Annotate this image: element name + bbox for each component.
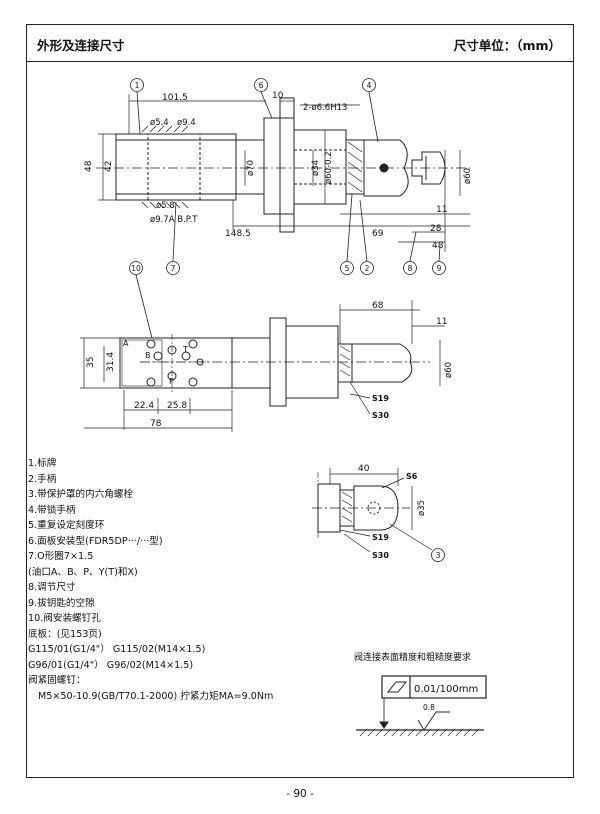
dim-35-bottom: ø35 [417,500,427,516]
unit-label: 尺寸单位：（mm） [453,38,561,53]
dim-2-6-6h13: 2-ø6.6H13 [303,103,347,113]
label-s19-bottom: S19 [372,533,389,542]
label-s30-bottom: S30 [372,551,389,560]
legend-item: 阀紧固螺钉： [28,675,86,686]
dim-28: 28 [430,224,442,234]
callout-3: 3 [436,551,441,560]
port-b: B [145,351,151,360]
page-title: 外形及连接尺寸 [37,38,125,53]
legend-item: 9.拔钥匙的空隙 [28,597,95,609]
dim-10: 10 [272,91,284,101]
header-bar: 外形及连接尺寸 尺寸单位：（mm） [27,25,573,62]
legend-item: 7.O形圈7×1.5 [28,551,94,562]
dim-101-5: 101.5 [162,93,188,103]
page-number: - 90 - [286,788,314,800]
dim-11-top: 11 [436,205,447,215]
dim-9-4: ø9.4 [177,118,196,128]
dim-78: 78 [150,419,162,429]
legend-item: 6.面板安装型(FDR5DP···/···型) [28,535,163,547]
dim-60-top: ø60 [463,168,473,184]
dim-40: 40 [358,464,370,474]
dim-22-4: 22.4 [134,401,154,411]
legend-item: 1.标牌 [28,458,57,469]
label-s6: S6 [406,472,418,481]
dim-5-8: ø5.8 [156,201,175,211]
legend-item: M5×50-10.9(GB/T70.1-2000) 拧紧力矩MA=9.0Nm [38,690,274,702]
callout-4: 4 [367,81,372,90]
surface-title: 阀连接表面精度和粗糙度要求 [354,651,471,663]
dim-60-mid: ø60 [444,362,454,378]
legend-item: 4.带锁手柄 [28,504,76,516]
callout-6: 6 [259,81,264,90]
port-a: A [123,339,129,348]
dim-35: 35 [86,357,96,368]
legend-item: 8.调节尺寸 [28,582,76,593]
port-t: T [182,345,188,354]
callouts-top [129,78,446,339]
dim-69: 69 [372,229,384,239]
callout-9: 9 [437,264,442,273]
roughness-value: 0.8 [423,703,435,712]
callout-8: 8 [408,264,413,273]
callout-2: 2 [365,264,370,273]
legend-item: G96/01(G1/4"） G96/02(M14×1.5) [28,659,194,671]
legend-item: 10.阀安装螺钉孔 [28,613,101,624]
parts-legend: 1.标牌 2.手柄 3.带保护罩的内六角螺栓 4.带锁手柄 5.重复设定刻度环 … [28,456,328,704]
legend-item: G115/01(G1/4"） G115/02(M14×1.5) [28,644,206,655]
legend-item: 3.带保护罩的内六角螺栓 [28,489,134,500]
dim-48: 48 [84,160,94,172]
valve-body [115,133,237,201]
dim-31-4: 31.4 [106,352,116,372]
dim-60-0-2: ø60-0.2 [324,151,334,184]
callout-5: 5 [345,264,350,273]
dim-25-8: 25.8 [167,401,187,411]
dim-68: 68 [372,301,384,311]
legend-item: 底板：(见153页) [28,628,102,640]
legend-item: 5.重复设定刻度环 [28,520,105,531]
port-p: P [169,377,174,386]
drawing-frame: 外形及连接尺寸 尺寸单位：（mm） [26,24,574,778]
label-s30-mid: S30 [372,411,389,420]
dim-5-4: ø5.4 [150,118,169,128]
callout-1: 1 [135,81,140,90]
dim-11-mid: 11 [436,317,447,327]
flatness-value: 0.01/100mm [414,684,478,695]
dim-70: ø70 [246,160,256,176]
callout-7: 7 [171,264,176,273]
dim-9-7: ø9.7A B.P.T [150,215,198,225]
legend-item: 2.手柄 [28,473,57,485]
legend-item: (油口A、B、P、Y(T)和X) [28,566,138,578]
dim-148-5: 148.5 [225,229,251,239]
middle-view: A B P T 35 31.4 22.4 25.8 78 68 11 ø60 S… [80,300,454,432]
surface-requirement: 阀连接表面精度和粗糙度要求 0.01/100mm 0.8 [354,651,487,737]
bottom-view: 3 40 S6 ø35 S19 S30 [312,464,445,562]
callout-10: 10 [131,264,141,273]
dim-34: ø34 [311,160,321,176]
dim-48-right: 48 [432,241,444,251]
label-s19-mid: S19 [372,394,389,403]
dim-42: 42 [104,161,114,172]
top-view: 101.5 10 2-ø6.6H13 ø5.4 ø9.4 48 42 ø70 ø… [84,91,473,252]
